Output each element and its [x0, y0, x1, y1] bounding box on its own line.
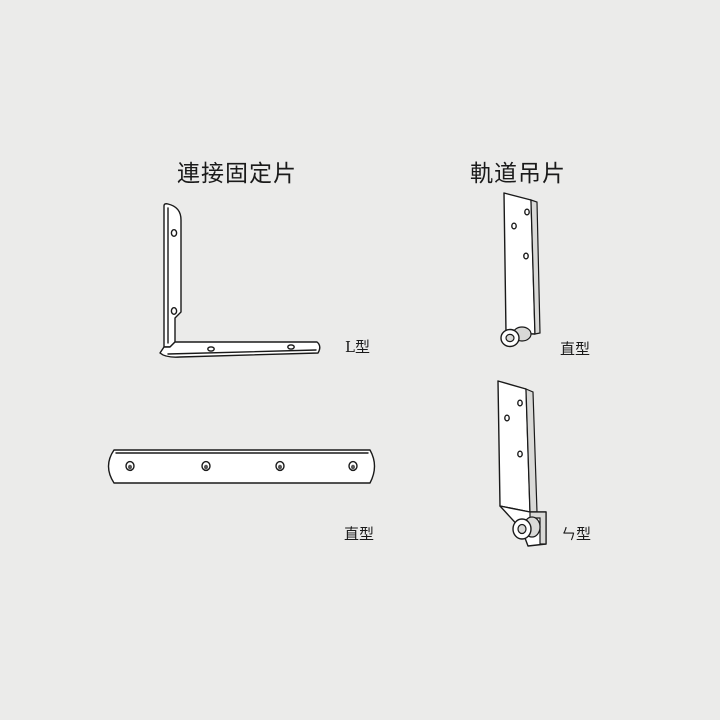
straight-hanger-label: 直型	[560, 340, 591, 358]
l-bracket-label: L型	[345, 338, 370, 356]
straight-plate-icon	[107, 449, 376, 484]
straight-plate-label: 直型	[344, 525, 375, 543]
z-hanger-icon	[497, 380, 547, 547]
connecting-plates-title: 連接固定片	[177, 161, 297, 187]
straight-hanger-icon	[500, 192, 541, 348]
rail-hangers-title: 軌道吊片	[470, 161, 566, 187]
z-hanger-label: ㄣ型	[561, 525, 592, 543]
l-bracket-icon	[159, 203, 321, 358]
